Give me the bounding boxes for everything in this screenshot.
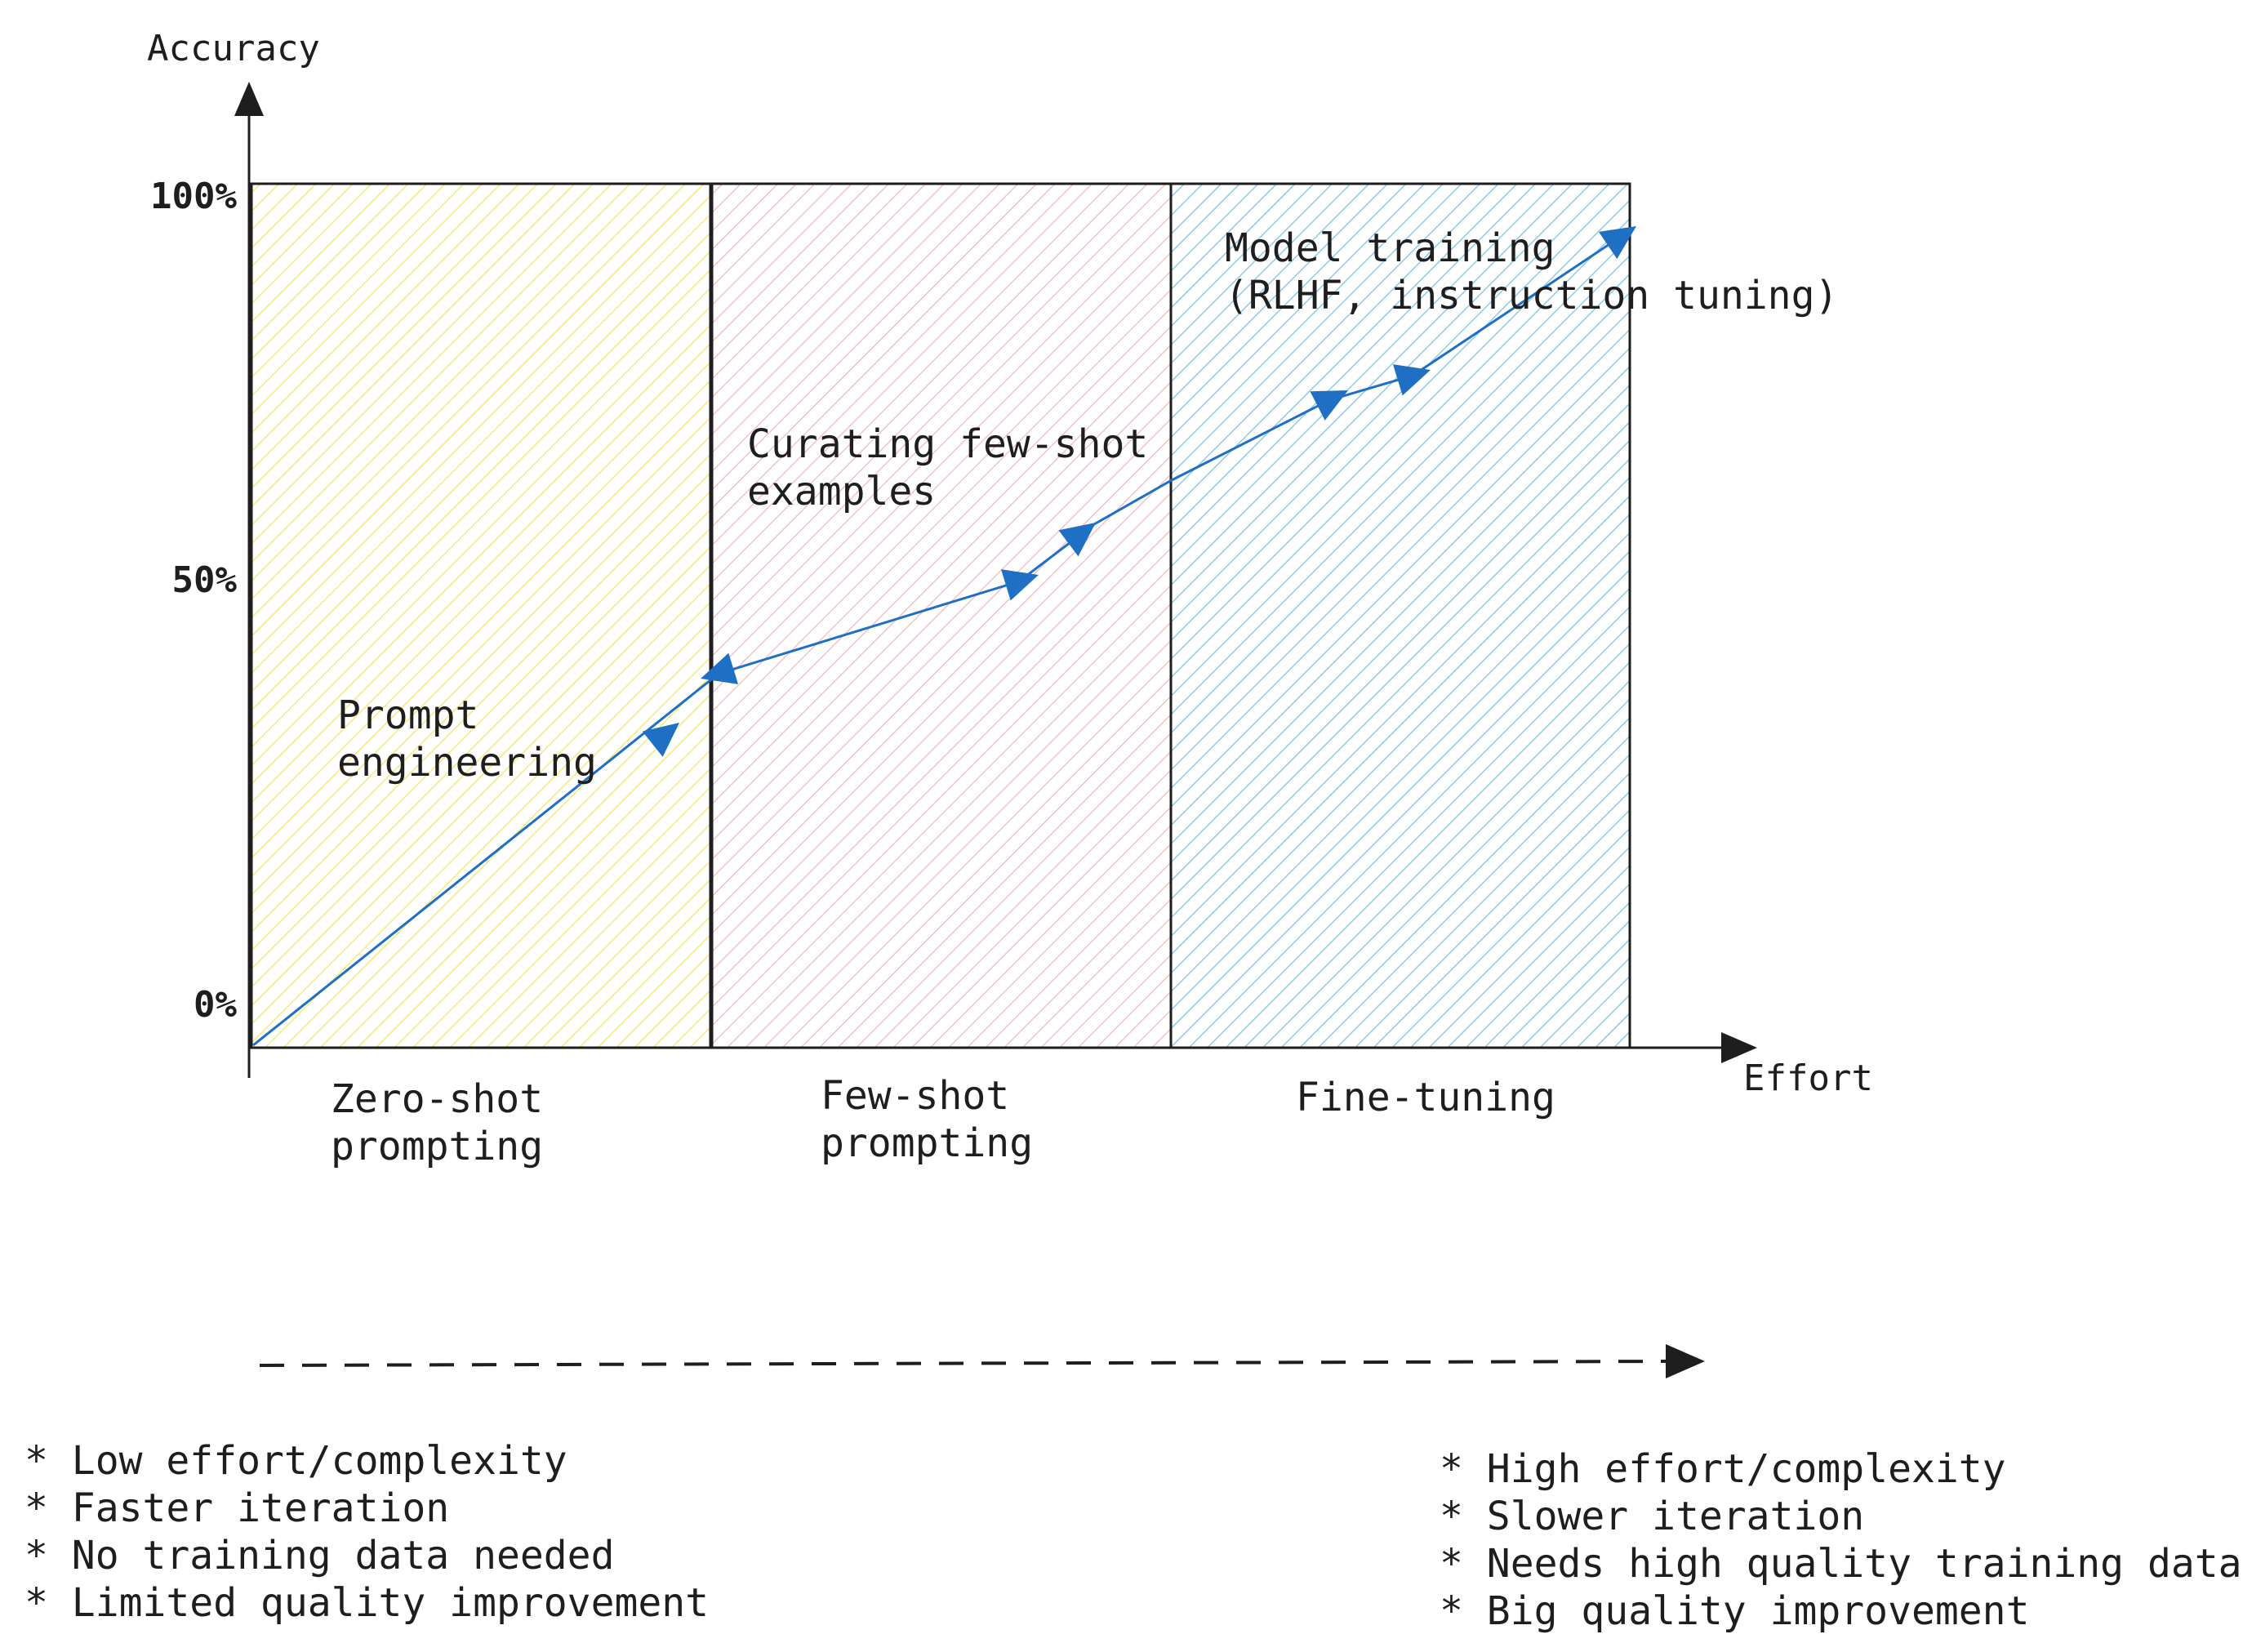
curve-arrowhead-5 — [1310, 390, 1348, 421]
stage-label-line: Few-shot — [821, 1073, 1009, 1119]
note-item: * Faster iteration — [24, 1485, 449, 1531]
region-label-line: examples — [747, 469, 936, 514]
x-axis-label: Effort — [1743, 1058, 1873, 1099]
region-label-line: (RLHF, instruction tuning) — [1225, 273, 1838, 318]
curve-arrowhead-1 — [642, 723, 679, 757]
note-item: * Limited quality improvement — [24, 1580, 709, 1626]
x-axis-arrowhead — [1721, 1032, 1757, 1063]
note-item: * Low effort/complexity — [24, 1438, 567, 1484]
region-label-model-training: Model training(RLHF, instruction tuning) — [1225, 225, 1838, 318]
region-fine-tuning — [1169, 182, 1631, 1049]
region-few-shot — [710, 182, 1173, 1049]
region-label-line: engineering — [337, 740, 597, 786]
stage-label-line: prompting — [331, 1124, 543, 1169]
curve-arrowhead-2 — [701, 652, 739, 684]
note-item: * No training data needed — [24, 1533, 614, 1579]
region-zero-shot — [250, 182, 712, 1049]
region-label-line: Curating few-shot — [747, 421, 1148, 467]
note-item: * High effort/complexity — [1440, 1446, 2006, 1492]
curve-arrowhead-3 — [1000, 569, 1039, 601]
y-axis-label: Accuracy — [147, 28, 320, 69]
stage-label-line: prompting — [821, 1120, 1033, 1166]
y-axis-arrowhead — [234, 82, 264, 116]
curve-arrowhead-6 — [1392, 364, 1431, 396]
y-tick-50: 50% — [172, 559, 238, 601]
stage-label-line: Zero-shot — [331, 1076, 543, 1122]
y-tick-0: 0% — [194, 984, 237, 1026]
curve-arrowhead-7 — [1598, 226, 1636, 260]
region-label-line: Model training — [1225, 225, 1555, 271]
note-item: * Slower iteration — [1440, 1494, 1864, 1539]
stage-label-line: Fine-tuning — [1296, 1075, 1555, 1120]
effort-dashed-arrowhead — [1666, 1344, 1705, 1378]
region-label-line: Prompt — [337, 692, 478, 738]
notes-high-effort: * High effort/complexity* Slower iterati… — [1440, 1446, 2242, 1634]
notes-low-effort: * Low effort/complexity* Faster iteratio… — [24, 1438, 709, 1626]
stage-label-fine-tuning: Fine-tuning — [1296, 1075, 1555, 1120]
curve-arrowhead-4 — [1058, 523, 1096, 557]
note-item: * Needs high quality training data — [1440, 1541, 2242, 1587]
curve-arrowheads — [642, 226, 1636, 757]
effort-dashed-arrow — [259, 1360, 1667, 1367]
y-tick-100: 100% — [150, 176, 237, 217]
note-item: * Big quality improvement — [1440, 1588, 2029, 1634]
